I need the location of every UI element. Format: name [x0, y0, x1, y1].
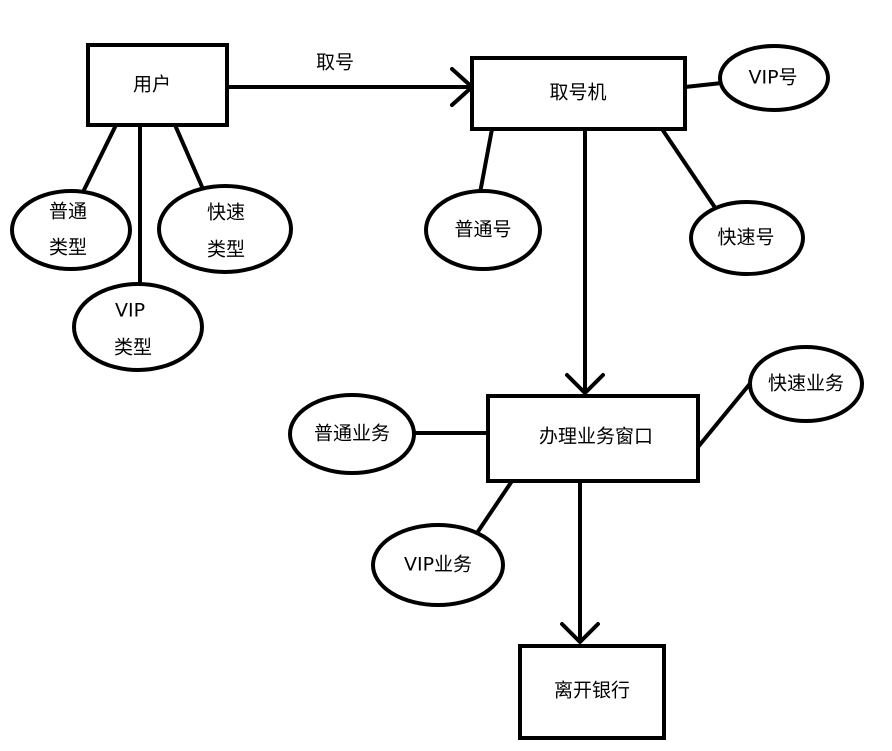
node-user: 用户	[86, 43, 229, 127]
edge-label-take-number: 取号	[316, 52, 354, 74]
node-user-label: 用户	[133, 74, 171, 96]
attr-user-normal-type-line1: 普通	[49, 201, 87, 223]
attr-user-vip-type-line2: 类型	[114, 337, 152, 359]
attr-user-vip-type-line1: VIP	[115, 300, 145, 322]
attr-vip-service-label: VIP业务	[404, 554, 472, 576]
attr-user-fast-type-line2: 类型	[207, 239, 245, 261]
node-ticket-machine-label: 取号机	[549, 82, 606, 104]
attr-normal-number-label: 普通号	[454, 219, 511, 241]
arrowhead-leave-bank	[560, 622, 600, 644]
attr-normal-number: 普通号	[424, 189, 542, 271]
attr-fast-service-label: 快速业务	[768, 373, 844, 395]
attr-fast-service: 快速业务	[748, 345, 864, 423]
edge-window-vip-service	[475, 479, 514, 535]
attr-user-vip-type: VIP 类型	[72, 282, 204, 372]
node-service-window: 办理业务窗口	[486, 394, 700, 483]
attr-fast-number-label: 快速号	[717, 227, 774, 249]
attr-user-fast-type-line1: 快速	[207, 202, 245, 224]
attr-normal-service: 普通业务	[288, 393, 416, 475]
edge-machine-vip-number	[684, 81, 723, 89]
attr-fast-number: 快速号	[689, 200, 805, 276]
node-service-window-label: 办理业务窗口	[539, 426, 653, 448]
edge-machine-normal-number	[478, 128, 494, 194]
arrowhead-service-window	[565, 373, 605, 395]
edge-user-fast-type	[173, 124, 205, 190]
attr-vip-number-label: VIP号	[748, 67, 797, 89]
attr-user-normal-type-line2: 类型	[49, 237, 87, 259]
node-leave-bank: 离开银行	[518, 644, 666, 740]
edge-machine-fast-number	[660, 127, 718, 211]
attr-vip-service: VIP业务	[371, 523, 505, 607]
edge-window-fast-service	[696, 378, 755, 449]
node-leave-bank-label: 离开银行	[554, 680, 630, 702]
attr-user-normal-type: 普通 类型	[10, 189, 132, 271]
attr-normal-service-label: 普通业务	[314, 423, 390, 445]
edge-user-normal-type	[80, 124, 118, 195]
node-ticket-machine: 取号机	[470, 56, 687, 131]
attr-user-fast-type: 快速 类型	[157, 184, 293, 274]
attr-vip-number: VIP号	[718, 44, 830, 112]
